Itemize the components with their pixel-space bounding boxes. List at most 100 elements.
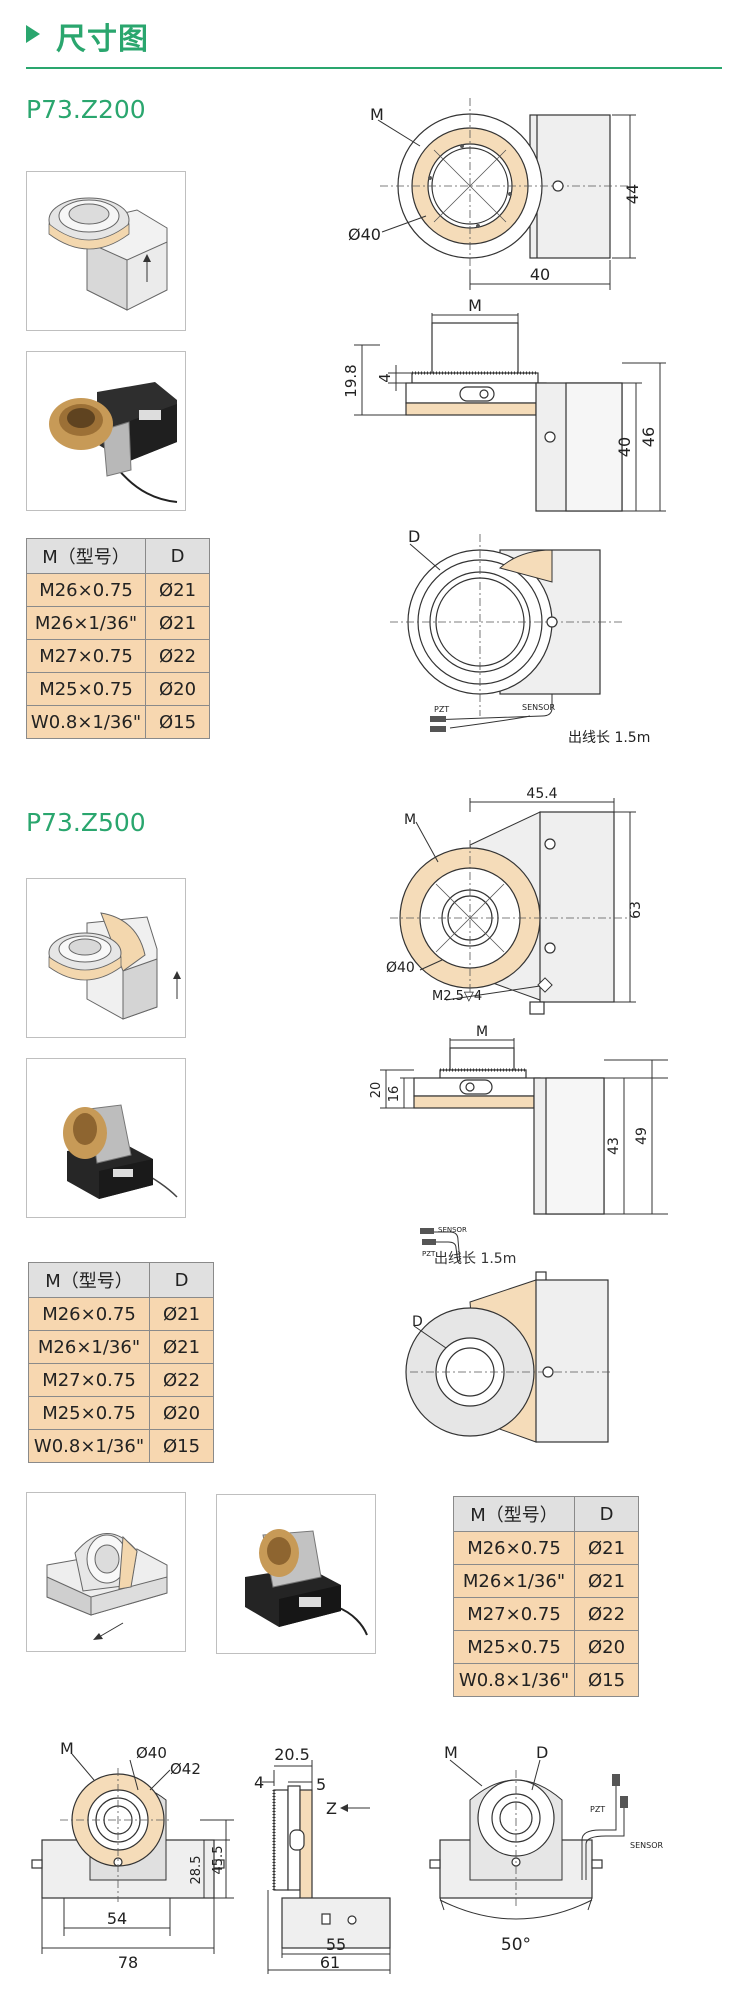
z500-side-dim-b: 16 [387, 1086, 402, 1103]
product-photo-variant3 [216, 1494, 376, 1654]
z500-bottom-sensor: SENSOR [438, 1226, 467, 1234]
table-header-row: M（型号） D [453, 1496, 639, 1532]
table-cell-d: Ø15 [149, 1429, 214, 1463]
table-header-d: D [145, 538, 210, 574]
z200-bottom-pzt: PZT [434, 705, 449, 714]
z200-side-dim-total: 19.8 [342, 364, 360, 397]
table-cell-d: Ø21 [149, 1297, 214, 1331]
table-header-row: M（型号） D [28, 1262, 214, 1298]
header-divider [26, 67, 722, 69]
variant3-back-label-d: D [536, 1743, 548, 1762]
z200-bottom-sensor: SENSOR [522, 703, 555, 712]
page-title: 尺寸图 [56, 22, 149, 57]
table-row: M26×1/36"Ø21 [453, 1564, 639, 1598]
product-render-z500 [26, 878, 186, 1038]
variant3-side-dim-w2: 61 [320, 1953, 340, 1972]
table-cell-model: M27×0.75 [26, 639, 146, 673]
variant3-back-view-drawing: M D PZT SENSOR 50° [429, 1743, 663, 1955]
variant3-front-dim-w1: 54 [107, 1909, 127, 1928]
variant3-front-label-m: M [60, 1739, 74, 1758]
table-cell-d: Ø21 [145, 573, 210, 607]
table-row: M26×1/36"Ø21 [26, 606, 210, 640]
product-photo-z200 [26, 351, 186, 511]
z200-side-dim-all: 46 [639, 427, 658, 447]
z500-top-screw: M2.5▽4 [432, 989, 482, 1004]
table-cell-model: M25×0.75 [453, 1630, 575, 1664]
table-cell-d: Ø21 [574, 1564, 639, 1598]
variant3-side-dim-d1: 20.5 [274, 1745, 310, 1764]
z500-side-dim-a: 20 [369, 1082, 384, 1099]
z200-top-label-m: M [370, 105, 384, 124]
table-cell-d: Ø22 [149, 1363, 214, 1397]
z500-top-dim-dia: Ø40 [386, 960, 415, 976]
z200-side-view-drawing: M 4 19.8 40 46 [342, 296, 666, 512]
table-header-row: M（型号） D [26, 538, 210, 574]
table-cell-model: M26×0.75 [453, 1531, 575, 1565]
z500-top-view-drawing: 45.4 M 63 Ø40 M2.5▽4 [386, 786, 644, 1015]
table-cell-d: Ø20 [574, 1630, 639, 1664]
product-render-z200 [26, 171, 186, 331]
variant3-side-dim-d2: 4 [254, 1773, 264, 1792]
table-header-d: D [574, 1496, 639, 1532]
table-cell-model: M26×1/36" [28, 1330, 150, 1364]
z500-side-label-m: M [476, 1024, 488, 1040]
table-cell-model: M27×0.75 [28, 1363, 150, 1397]
table-cell-d: Ø21 [149, 1330, 214, 1364]
table-header-model: M（型号） [26, 538, 146, 574]
z500-side-dim-all: 49 [634, 1127, 650, 1145]
z500-side-view-drawing: M 20 16 43 49 [369, 1024, 668, 1215]
z200-side-label-m: M [468, 296, 482, 315]
variant3-back-angle: 50° [501, 1935, 531, 1955]
z500-top-dim-height: 63 [628, 901, 644, 919]
table-cell-d: Ø22 [145, 639, 210, 673]
variant3-back-sensor: SENSOR [630, 1841, 663, 1850]
table-cell-model: M26×0.75 [28, 1297, 150, 1331]
variant3-front-dim-d40: Ø40 [136, 1744, 167, 1762]
table-row: W0.8×1/36"Ø15 [26, 705, 210, 739]
variant3-side-dim-w1: 55 [326, 1935, 346, 1954]
table-cell-model: W0.8×1/36" [453, 1663, 575, 1697]
z200-top-dim-dia: Ø40 [348, 225, 381, 244]
variant3-front-dim-h2: 45.5 [211, 1846, 226, 1875]
z200-bottom-view-drawing: D PZT SENSOR 出线长 1.5m [390, 527, 650, 746]
variant3-front-dim-h1: 28.5 [189, 1856, 204, 1885]
z200-side-dim-body: 40 [615, 437, 634, 457]
table-cell-model: M25×0.75 [28, 1396, 150, 1430]
table-cell-model: M26×1/36" [26, 606, 146, 640]
table-cell-model: M27×0.75 [453, 1597, 575, 1631]
table-row: M26×1/36"Ø21 [28, 1330, 214, 1364]
z200-top-view-drawing: M Ø40 44 40 [348, 98, 642, 290]
table-header-model: M（型号） [453, 1496, 575, 1532]
header-arrow-icon [26, 25, 40, 43]
table-cell-model: M25×0.75 [26, 672, 146, 706]
table-header-d: D [149, 1262, 214, 1298]
z500-side-dim-body: 43 [606, 1137, 622, 1155]
z200-bottom-cable: 出线长 1.5m [568, 730, 650, 746]
z500-bottom-view-drawing: SENSOR PZT D [405, 1226, 610, 1443]
z500-top-label-m: M [404, 812, 416, 828]
variant3-back-label-m: M [444, 1743, 458, 1762]
variant3-side-axis-z: Z [326, 1799, 337, 1818]
table-header-model: M（型号） [28, 1262, 150, 1298]
model-title-z200: P73.Z200 [26, 95, 146, 124]
table-row: W0.8×1/36"Ø15 [453, 1663, 639, 1697]
table-cell-model: W0.8×1/36" [28, 1429, 150, 1463]
product-render-variant3 [26, 1492, 186, 1652]
variant3-front-dim-d42: Ø42 [170, 1760, 201, 1778]
variant3-back-pzt: PZT [590, 1805, 605, 1814]
table-cell-d: Ø21 [145, 606, 210, 640]
table-cell-d: Ø15 [574, 1663, 639, 1697]
table-row: W0.8×1/36"Ø15 [28, 1429, 214, 1463]
product-photo-z500 [26, 1058, 186, 1218]
table-cell-d: Ø20 [145, 672, 210, 706]
z500-bottom-cable: 出线长 1.5m [434, 1251, 517, 1267]
